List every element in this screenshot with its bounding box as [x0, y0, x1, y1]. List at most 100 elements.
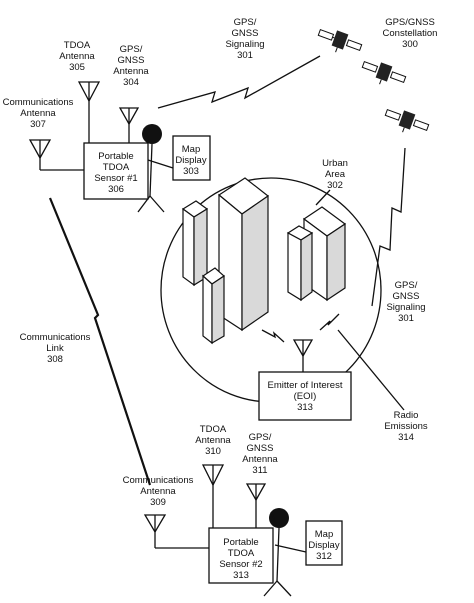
label-line: GPS/GNSS	[385, 17, 435, 28]
label-line: 313	[233, 570, 249, 581]
map-display-2	[305, 520, 343, 566]
label-line: Area	[325, 169, 346, 180]
label-line: Antenna	[113, 66, 149, 77]
emitter-label: Emitter of Interest(EOI)313	[268, 380, 343, 413]
label-line: Urban	[322, 158, 348, 169]
label-line: TDOA	[64, 40, 91, 51]
label-line: Radio	[394, 410, 419, 421]
gps-signal-bolt-right	[371, 147, 406, 307]
label-line: GNSS	[232, 28, 259, 39]
label-line: Emissions	[384, 421, 428, 432]
label-line: Link	[46, 343, 64, 354]
label-line: Antenna	[59, 51, 95, 62]
leader-line	[337, 329, 405, 411]
label-line: 301	[398, 313, 414, 324]
leader-line	[315, 189, 331, 206]
comm-link-bolt	[48, 197, 152, 486]
satellite-icon	[361, 61, 407, 85]
antenna-icon	[118, 107, 140, 143]
label-line: (EOI)	[294, 391, 317, 402]
satellite-icon	[384, 109, 430, 133]
building-right-front	[286, 225, 314, 302]
label-line: 306	[108, 184, 124, 195]
gps-signal-bolt-top	[157, 55, 321, 109]
label-line: 305	[69, 62, 85, 73]
label-line: Communications	[123, 475, 194, 486]
person-icon	[137, 124, 174, 213]
label-line: TDOA	[200, 424, 227, 435]
label-line: 304	[123, 77, 139, 88]
label-line: Constellation	[383, 28, 438, 39]
label-line: 303	[183, 166, 199, 177]
label-line: GPS/	[249, 432, 272, 443]
label-line: Display	[175, 155, 206, 166]
label-line: GPS/	[234, 17, 257, 28]
label-line: 314	[398, 432, 414, 443]
label-line: GNSS	[393, 291, 420, 302]
label-line: 312	[316, 551, 332, 562]
label-line: TDOA	[103, 162, 130, 173]
antenna-icon	[201, 464, 225, 528]
label-line: Emitter of Interest	[268, 380, 343, 391]
antenna-icon	[28, 139, 84, 171]
satellite-icon	[317, 29, 363, 53]
label-line: GNSS	[247, 443, 274, 454]
label-line: Display	[308, 540, 339, 551]
label-line: 302	[327, 180, 343, 191]
label-line: Sensor #2	[219, 559, 262, 570]
label-line: 310	[205, 446, 221, 457]
label-line: Antenna	[140, 486, 176, 497]
label-line: GNSS	[118, 55, 145, 66]
label-line: Map	[315, 529, 333, 540]
emitter-box	[258, 371, 352, 421]
label-line: 307	[30, 119, 46, 130]
sensor-1-box	[83, 142, 149, 200]
radio-emission-bolt	[319, 313, 340, 331]
label-line: 301	[237, 50, 253, 61]
label-line: Antenna	[20, 108, 56, 119]
label-line: TDOA	[228, 548, 255, 559]
building-front	[202, 267, 225, 345]
label-line: Communications	[20, 332, 91, 343]
label-line: Portable	[223, 537, 258, 548]
building-tall	[217, 177, 270, 332]
label-line: Signaling	[225, 39, 264, 50]
label-line: 300	[402, 39, 418, 50]
sensor-2-box	[208, 527, 274, 584]
label-line: 313	[297, 402, 313, 413]
label-line: Map	[182, 144, 200, 155]
label-line: 308	[47, 354, 63, 365]
label-line: Antenna	[195, 435, 231, 446]
label-line: 311	[252, 465, 267, 476]
label-line: Portable	[98, 151, 133, 162]
label-line: Antenna	[242, 454, 278, 465]
antenna-icon	[245, 483, 267, 528]
label-line: Sensor #1	[94, 173, 137, 184]
antenna-icon	[292, 339, 314, 372]
label-line: GPS/	[120, 44, 143, 55]
label-line: Signaling	[386, 302, 425, 313]
antenna-icon	[143, 514, 209, 549]
radio-emission-bolt	[261, 329, 285, 343]
map-display-1	[172, 135, 211, 181]
label-line: 309	[150, 497, 166, 508]
person-icon	[263, 508, 307, 597]
label-line: Communications	[3, 97, 74, 108]
antenna-icon	[77, 81, 101, 143]
building-left	[181, 200, 209, 287]
